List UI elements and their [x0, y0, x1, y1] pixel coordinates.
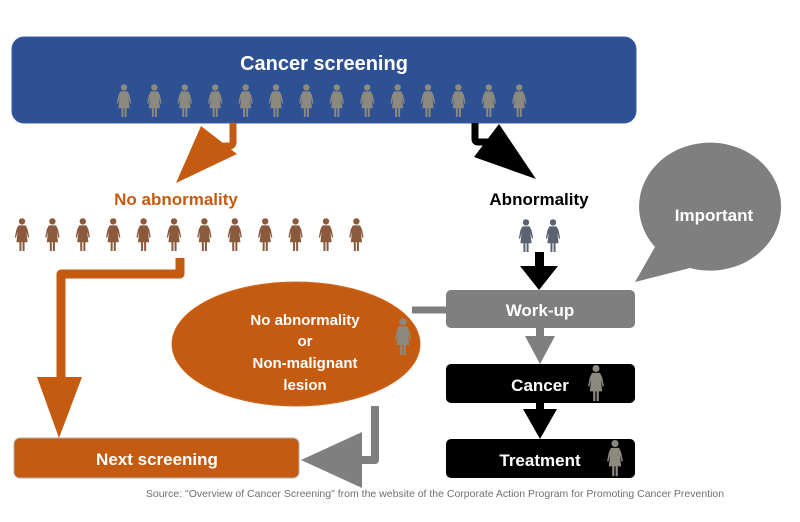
abnormality-label: Abnormality — [489, 190, 589, 209]
workup-box — [446, 290, 635, 328]
person-icon — [136, 218, 151, 251]
arrow-head-workup — [520, 266, 558, 290]
arrow-to-abnormality — [471, 123, 488, 146]
person-icon — [75, 218, 90, 251]
person-icon — [545, 219, 561, 252]
no-abnormality-or-non-malignant-ellipse — [171, 281, 421, 407]
important-callout-bubble — [635, 142, 782, 282]
no-abnormality-people-group — [14, 218, 364, 251]
treatment-label: Treatment — [499, 451, 581, 470]
abnormality-people-group — [518, 219, 561, 252]
arrow-shaft-treatment — [536, 403, 544, 411]
ellipse-line-3: Non-malignant — [253, 355, 358, 372]
person-icon — [106, 218, 121, 251]
cancer-screening-box — [11, 36, 637, 124]
arrow-head-cancer — [525, 336, 555, 364]
no-abnormality-label: No abnormality — [114, 190, 238, 209]
arrow-head-abnormality — [474, 124, 536, 179]
person-icon — [45, 218, 60, 251]
arrow-head-next-screening — [37, 377, 82, 438]
ellipse-line-2: or — [298, 333, 313, 350]
source-caption: Source: "Overview of Cancer Screening" f… — [145, 488, 725, 500]
person-icon — [227, 218, 242, 251]
person-icon — [518, 219, 534, 252]
arrow-shaft-workup — [535, 252, 544, 268]
arrow-head-ellipse-next-screening — [301, 432, 362, 488]
person-icon — [197, 218, 212, 251]
important-callout-text: Important — [675, 206, 754, 225]
person-icon — [318, 218, 334, 251]
person-icon — [349, 218, 364, 251]
ellipse-line-1: No abnormality — [250, 312, 360, 329]
arrow-shaft-cancer — [536, 328, 544, 338]
arrow-head-treatment — [523, 409, 557, 439]
workup-label: Work-up — [506, 301, 575, 320]
person-icon — [288, 218, 303, 251]
person-icon — [14, 218, 30, 251]
connector-to-next-screening — [56, 258, 185, 380]
arrow-to-no-abnormality — [223, 123, 237, 150]
ellipse-line-4: lesion — [283, 377, 326, 394]
person-icon — [258, 218, 273, 251]
cancer-label: Cancer — [511, 376, 569, 395]
next-screening-box — [13, 437, 300, 479]
next-screening-label: Next screening — [96, 450, 218, 469]
cancer-box — [446, 364, 635, 403]
treatment-box — [446, 439, 635, 478]
cancer-screening-title: Cancer screening — [240, 53, 408, 75]
arrow-head-no-abnormality — [176, 126, 237, 183]
person-icon — [166, 218, 182, 251]
